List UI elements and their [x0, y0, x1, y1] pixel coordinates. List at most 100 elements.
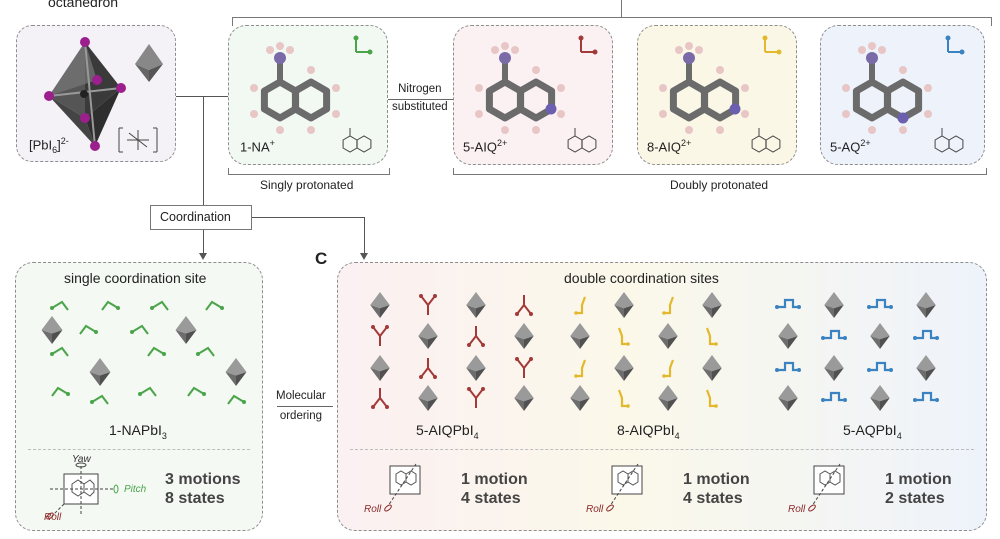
octa-right	[380, 305, 390, 318]
skeletal-formula	[751, 128, 781, 153]
step-line	[869, 298, 891, 309]
aq5-cation	[913, 329, 939, 340]
hook-end	[662, 374, 666, 378]
octa-left	[466, 368, 476, 381]
step-end	[913, 398, 917, 402]
single-cation	[187, 386, 206, 397]
aq5-cation	[913, 391, 939, 402]
step-end	[775, 368, 779, 372]
tripod-end	[433, 294, 437, 298]
hydrogen-atom	[501, 42, 509, 50]
compound-base: 8-AIQPbI	[617, 422, 675, 438]
tripod-end	[371, 325, 375, 329]
octa-left	[778, 336, 788, 349]
tripod-end	[385, 325, 389, 329]
skeletal-ring	[948, 135, 964, 153]
octa-top	[658, 385, 678, 402]
coordination-label: Coordination	[160, 210, 231, 224]
aq5-cation	[775, 361, 801, 372]
single-cation	[227, 394, 246, 405]
octa-top	[418, 385, 438, 402]
aiq8-cation	[662, 359, 675, 378]
zigzag-line	[51, 386, 69, 397]
hook-line	[664, 296, 675, 315]
ordering-line-1: Molecular	[276, 390, 326, 402]
ring-nitrogen	[545, 103, 557, 115]
aq5-cation	[821, 329, 847, 340]
zigzag-line	[147, 346, 165, 357]
motions-count: 1 motion	[461, 471, 528, 488]
motions-count: 3 motions	[165, 471, 241, 488]
roll-label-8aiq: Roll	[586, 504, 604, 515]
aiq8-octahedron	[658, 385, 678, 411]
states-count: 4 states	[461, 490, 521, 507]
singly-bracket	[228, 168, 390, 175]
tripod-end	[385, 405, 389, 409]
single-octahedron	[41, 316, 63, 344]
octa-right	[834, 368, 844, 381]
hydrogen-atom	[685, 126, 693, 134]
single-cation	[130, 324, 149, 335]
octa-right	[926, 368, 936, 381]
amine-nitrogen	[683, 52, 695, 64]
tripod-end	[419, 375, 423, 379]
zigzag-end	[196, 352, 200, 356]
hydrogen-atom	[511, 46, 519, 54]
hydrogen-atom	[924, 110, 932, 118]
hook-line	[705, 327, 716, 346]
ring-right	[516, 78, 556, 122]
coord-line-right	[252, 217, 364, 218]
roll-label-single: Roll	[44, 512, 62, 523]
axis-dot	[945, 35, 951, 41]
hook-line	[576, 359, 587, 378]
motion-icon-roll-5aiq	[384, 463, 421, 512]
octa-right	[834, 305, 844, 318]
aiq5-octahedron	[466, 355, 486, 381]
hydrogen-atom	[675, 46, 683, 54]
axis-dot	[578, 35, 584, 41]
octa-left	[702, 305, 712, 318]
zigzag-line	[91, 394, 109, 405]
octa-top	[466, 355, 486, 372]
tripod-end	[481, 343, 485, 347]
molecular-ordering-label: Molecular ordering	[276, 386, 326, 426]
octa-left	[916, 368, 926, 381]
aq5-octahedron	[870, 323, 890, 349]
pbi6-panel: [PbI6]2-	[16, 25, 176, 162]
zigzag-line	[187, 386, 205, 397]
octa-top	[916, 292, 936, 309]
octa-left	[570, 336, 580, 349]
octa-top	[570, 385, 590, 402]
step-end	[797, 305, 801, 309]
axis-glyph	[945, 35, 965, 55]
aq5-octahedron	[870, 385, 890, 411]
octa-left	[614, 368, 624, 381]
zigzag-line	[79, 324, 97, 335]
octa-top	[824, 292, 844, 309]
ordering-line-2: ordering	[279, 410, 323, 422]
pbi6-formula: [PbI6]2-	[29, 136, 69, 155]
axis-dot	[353, 35, 359, 41]
mol-base: 8-AIQ	[647, 139, 681, 155]
mol-label-1-na: 1-NA+	[240, 138, 275, 154]
hydrogen-atom	[557, 84, 565, 92]
coord-arrow-right	[364, 217, 365, 255]
step-end	[867, 305, 871, 309]
hydrogen-atom	[695, 46, 703, 54]
octa-top	[514, 323, 534, 340]
molecule-8-aiq	[659, 35, 782, 153]
octa-top	[614, 292, 634, 309]
connector-h-pbi6	[176, 96, 232, 97]
octa-right	[668, 336, 678, 349]
octa-top	[614, 355, 634, 372]
compound-8-aiqpbi4: 8-AIQPbI4	[617, 422, 680, 441]
aiq5-octahedron	[514, 385, 534, 411]
aiq8-octahedron	[570, 385, 590, 411]
doubly-label: Doubly protonated	[670, 178, 769, 192]
connector-v-main	[203, 96, 204, 210]
octa-top	[370, 355, 390, 372]
pbi6-charge: 2-	[60, 136, 69, 146]
step-end	[889, 368, 893, 372]
